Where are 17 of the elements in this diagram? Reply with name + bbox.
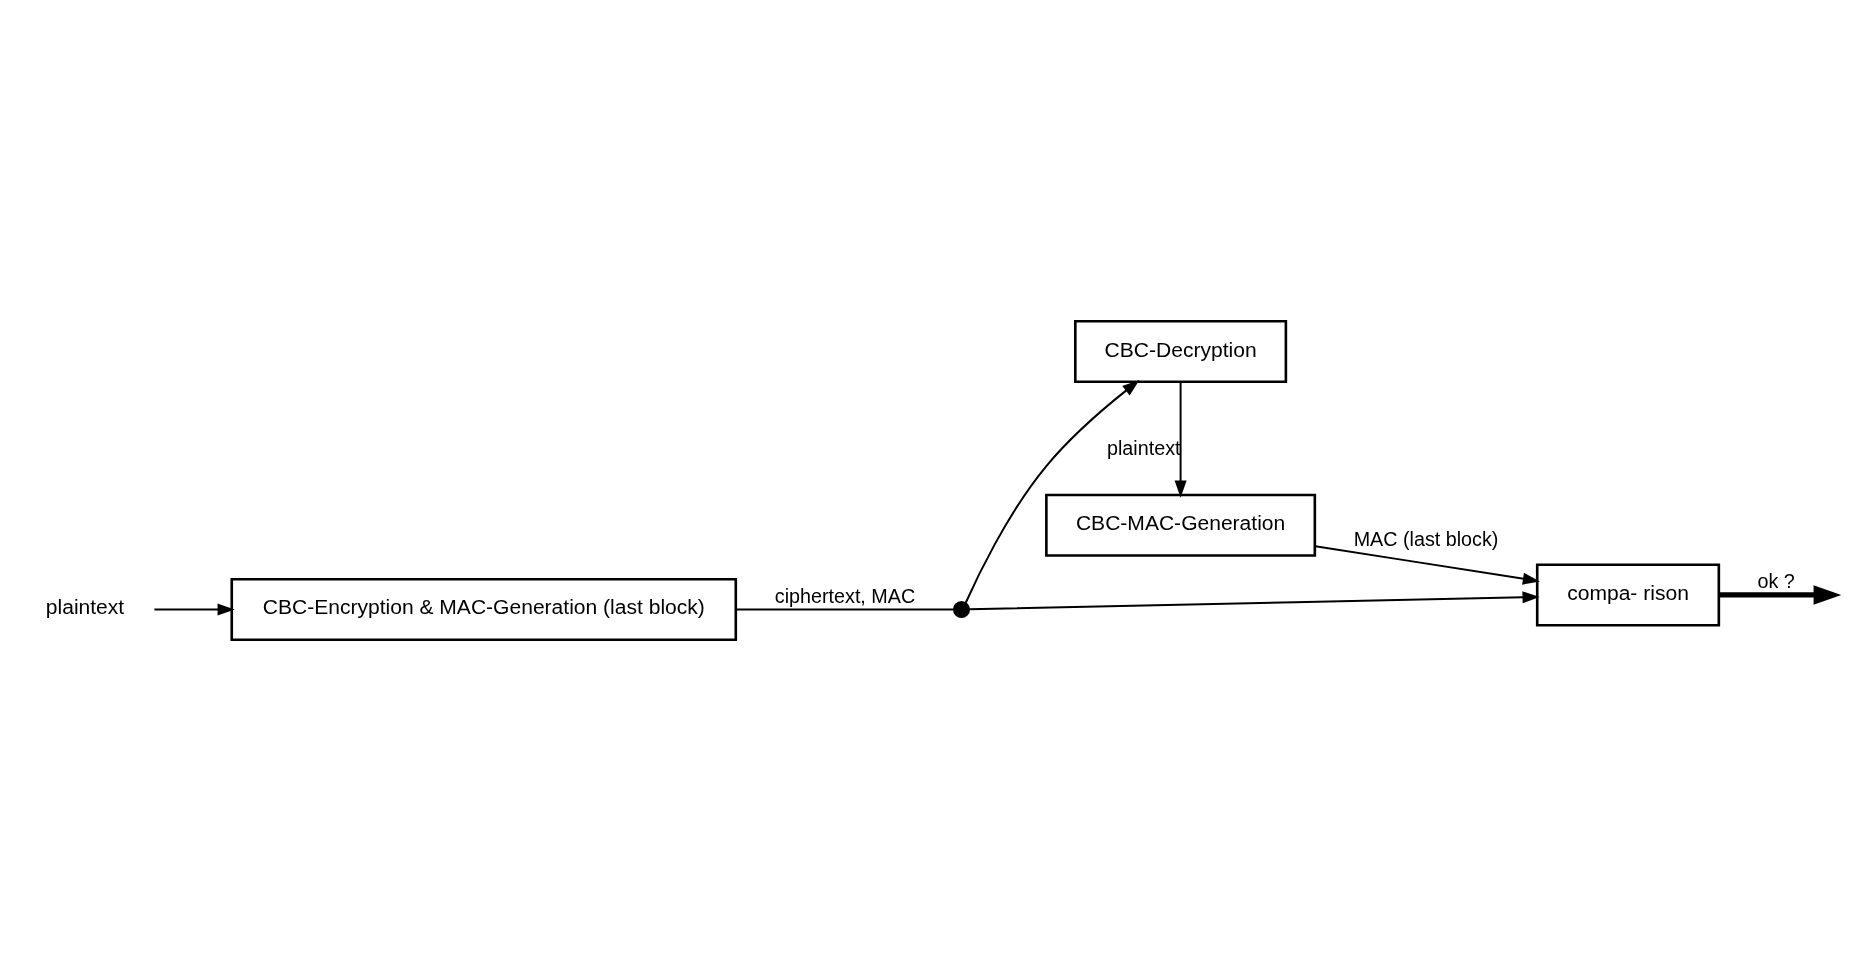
node-text: plaintext bbox=[45, 594, 125, 618]
arrow bbox=[1314, 544, 1540, 585]
node-circle bbox=[952, 600, 971, 618]
connector bbox=[734, 608, 955, 610]
node-box: CBC-MAC-Generation bbox=[1045, 493, 1317, 557]
edge-label: plaintext bbox=[1106, 436, 1181, 459]
node-box: compa- rison bbox=[1535, 562, 1721, 627]
edge-label: MAC (last block) bbox=[1353, 527, 1499, 550]
node-box: CBC-Encryption & MAC-Generation (last block) bbox=[230, 577, 738, 641]
arrow bbox=[1719, 584, 1842, 605]
arrow bbox=[1174, 380, 1187, 498]
edge-label: ok ? bbox=[1757, 569, 1795, 592]
arrow bbox=[964, 379, 1140, 604]
arrow bbox=[153, 602, 235, 615]
arrow bbox=[967, 590, 1540, 610]
edge-label: ciphertext, MAC bbox=[774, 584, 916, 607]
node-box: CBC-Decryption bbox=[1074, 319, 1288, 383]
